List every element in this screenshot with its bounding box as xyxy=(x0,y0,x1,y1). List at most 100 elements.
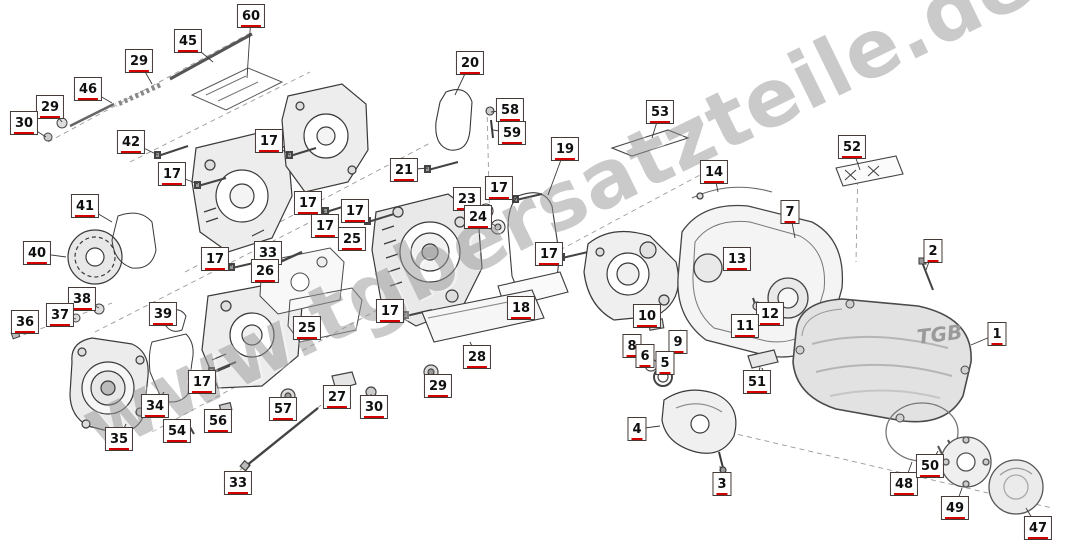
part-label-21[interactable]: 21 xyxy=(389,158,419,182)
part-label-6[interactable]: 6 xyxy=(635,344,655,368)
part-label-54[interactable]: 54 xyxy=(162,419,192,443)
part-label-20[interactable]: 20 xyxy=(455,51,485,75)
part-label-42[interactable]: 42 xyxy=(116,130,146,154)
part-number: 36 xyxy=(14,316,36,333)
part-label-25[interactable]: 25 xyxy=(337,227,367,251)
part-label-37[interactable]: 37 xyxy=(45,303,75,327)
part-number: 29 xyxy=(128,55,150,72)
part-label-1[interactable]: 1 xyxy=(987,322,1007,346)
part-number: 60 xyxy=(240,10,262,27)
part-number: 17 xyxy=(297,197,319,214)
part-label-36[interactable]: 36 xyxy=(10,310,40,334)
part-number: 49 xyxy=(944,502,966,519)
part-label-46[interactable]: 46 xyxy=(73,77,103,101)
part-label-45[interactable]: 45 xyxy=(173,29,203,53)
part-label-48[interactable]: 48 xyxy=(889,472,919,496)
part-number: 54 xyxy=(166,425,188,442)
part-label-13[interactable]: 13 xyxy=(722,247,752,271)
part-label-17[interactable]: 17 xyxy=(254,129,284,153)
part-number: 51 xyxy=(746,376,768,393)
part-number: 53 xyxy=(649,106,671,123)
part-label-26[interactable]: 26 xyxy=(250,259,280,283)
part-label-56[interactable]: 56 xyxy=(203,409,233,433)
part-label-30[interactable]: 30 xyxy=(9,111,39,135)
part-number: 3 xyxy=(716,478,728,495)
part-number: 57 xyxy=(272,403,294,420)
part-label-33[interactable]: 33 xyxy=(223,471,253,495)
part-label-39[interactable]: 39 xyxy=(148,302,178,326)
part-label-29[interactable]: 29 xyxy=(423,374,453,398)
part-label-58[interactable]: 58 xyxy=(495,98,525,122)
part-label-19[interactable]: 19 xyxy=(550,137,580,161)
brand-mark: TGB xyxy=(916,320,964,349)
part-label-5[interactable]: 5 xyxy=(655,351,675,375)
part-label-2[interactable]: 2 xyxy=(923,239,943,263)
part-label-49[interactable]: 49 xyxy=(940,496,970,520)
part-number: 30 xyxy=(13,117,35,134)
part-label-28[interactable]: 28 xyxy=(462,345,492,369)
part-label-14[interactable]: 14 xyxy=(699,160,729,184)
part-label-60[interactable]: 60 xyxy=(236,4,266,28)
part-number: 58 xyxy=(499,104,521,121)
part-number: 28 xyxy=(466,351,488,368)
part-label-51[interactable]: 51 xyxy=(742,370,772,394)
part-number: 25 xyxy=(341,233,363,250)
part-label-17[interactable]: 17 xyxy=(340,199,370,223)
part-label-3[interactable]: 3 xyxy=(712,472,732,496)
part-number: 4 xyxy=(631,423,643,440)
part-number: 50 xyxy=(919,460,941,477)
part-label-17[interactable]: 17 xyxy=(310,214,340,238)
part-number: 20 xyxy=(459,57,481,74)
part-number: 17 xyxy=(161,168,183,185)
part-label-17[interactable]: 17 xyxy=(157,162,187,186)
part-label-11[interactable]: 11 xyxy=(730,314,760,338)
part-label-57[interactable]: 57 xyxy=(268,397,298,421)
part-label-17[interactable]: 17 xyxy=(484,176,514,200)
part-label-17[interactable]: 17 xyxy=(534,242,564,266)
part-number: 48 xyxy=(893,478,915,495)
part-label-17[interactable]: 17 xyxy=(375,299,405,323)
part-label-24[interactable]: 24 xyxy=(463,205,493,229)
part-label-18[interactable]: 18 xyxy=(506,296,536,320)
part-label-29[interactable]: 29 xyxy=(35,95,65,119)
part-number: 18 xyxy=(510,302,532,319)
part-label-50[interactable]: 50 xyxy=(915,454,945,478)
part-label-12[interactable]: 12 xyxy=(755,302,785,326)
part-label-17[interactable]: 17 xyxy=(293,191,323,215)
part-label-4[interactable]: 4 xyxy=(627,417,647,441)
part-number: 46 xyxy=(77,83,99,100)
part-label-30[interactable]: 30 xyxy=(359,395,389,419)
part-label-59[interactable]: 59 xyxy=(497,121,527,145)
part-number: 30 xyxy=(363,401,385,418)
part-label-52[interactable]: 52 xyxy=(837,135,867,159)
part-label-7[interactable]: 7 xyxy=(780,200,800,224)
part-number: 29 xyxy=(39,101,61,118)
part-number: 12 xyxy=(759,308,781,325)
part-number: 5 xyxy=(659,357,671,374)
part-number: 33 xyxy=(227,477,249,494)
part-label-25[interactable]: 25 xyxy=(292,316,322,340)
part-number: 9 xyxy=(672,336,684,353)
part-number: 19 xyxy=(554,143,576,160)
part-label-34[interactable]: 34 xyxy=(140,394,170,418)
part-number: 39 xyxy=(152,308,174,325)
part-label-29[interactable]: 29 xyxy=(124,49,154,73)
strips-and-bolt-2 xyxy=(610,129,934,291)
part-number: 7 xyxy=(784,206,796,223)
part-label-17[interactable]: 17 xyxy=(187,370,217,394)
part-label-47[interactable]: 47 xyxy=(1023,516,1053,540)
part-number: 17 xyxy=(488,182,510,199)
part-label-27[interactable]: 27 xyxy=(322,385,352,409)
part-label-10[interactable]: 10 xyxy=(632,304,662,328)
part-label-40[interactable]: 40 xyxy=(22,241,52,265)
part-label-53[interactable]: 53 xyxy=(645,100,675,124)
part-label-17[interactable]: 17 xyxy=(200,247,230,271)
part-label-41[interactable]: 41 xyxy=(70,194,100,218)
part-number: 21 xyxy=(393,164,415,181)
part-label-35[interactable]: 35 xyxy=(104,427,134,451)
part-number: 17 xyxy=(538,248,560,265)
part-number: 1 xyxy=(991,328,1003,345)
